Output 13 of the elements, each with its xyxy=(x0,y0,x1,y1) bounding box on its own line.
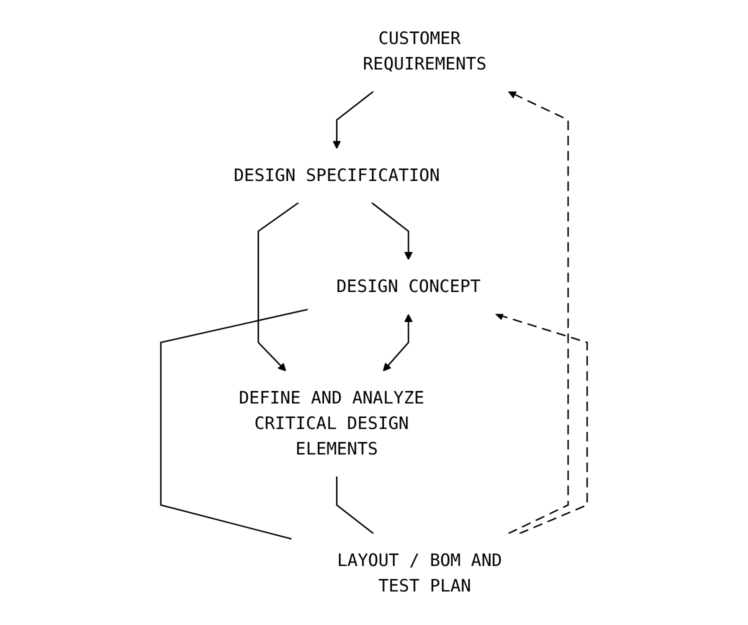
node-text: DEFINE AND ANALYZE CRITICAL DESIGN ELEMENTS xyxy=(238,388,424,460)
node-text: LAYOUT / BOM AND TEST PLAN xyxy=(337,550,502,596)
connector xyxy=(160,308,308,540)
arrow xyxy=(382,314,413,372)
arrow xyxy=(332,90,374,149)
node-text: CUSTOMER REQUIREMENTS xyxy=(362,28,486,74)
arrow xyxy=(508,90,569,534)
arrow xyxy=(371,202,413,260)
node-text: DESIGN CONCEPT xyxy=(336,276,481,297)
arrow xyxy=(495,312,588,534)
connector xyxy=(336,476,374,534)
node-text: DESIGN SPECIFICATION xyxy=(234,166,440,186)
arrow xyxy=(258,202,299,372)
